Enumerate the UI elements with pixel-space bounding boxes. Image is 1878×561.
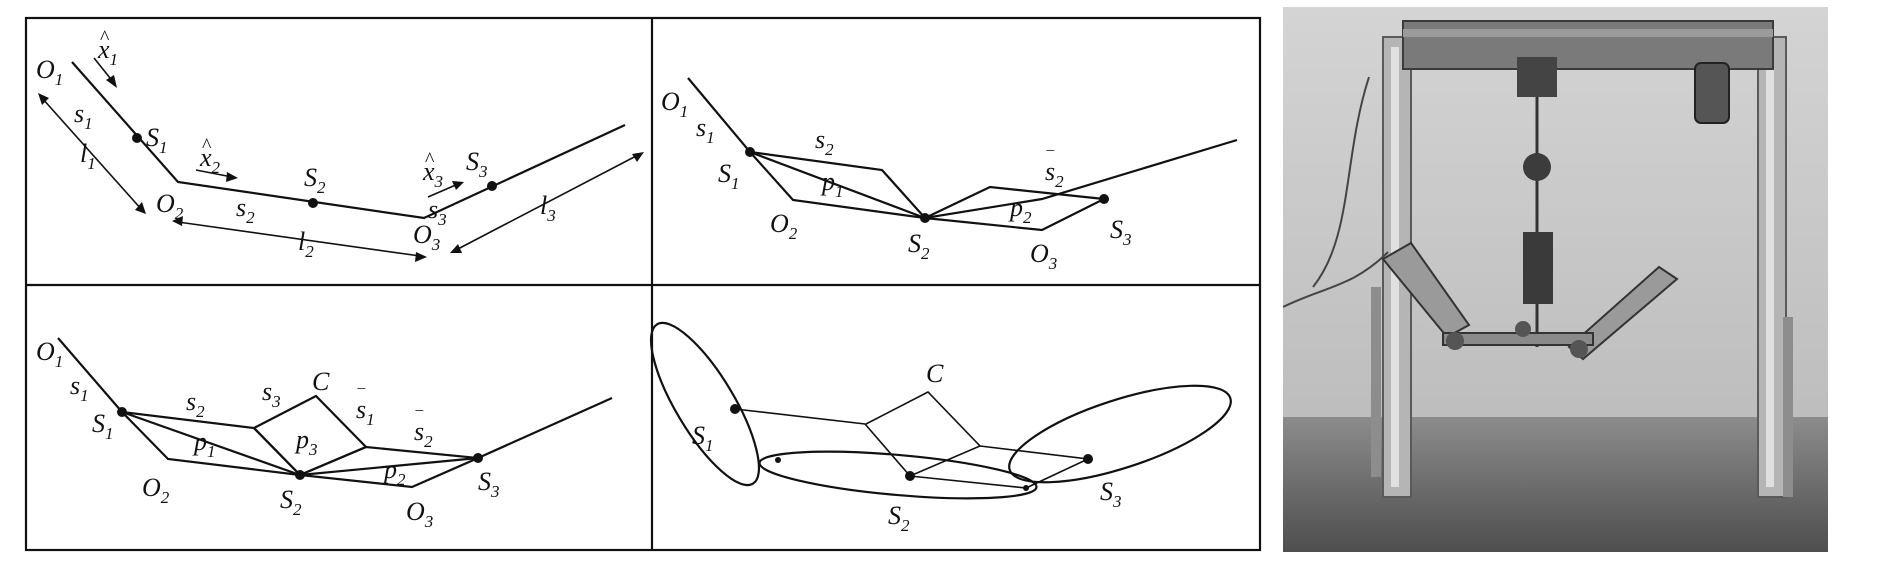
- arrow-x3: [427, 183, 459, 198]
- label-S2-d: S2: [888, 501, 910, 535]
- label-O1-b: O1: [661, 87, 688, 121]
- label-S1-c: S1: [92, 409, 114, 443]
- label-O1-c: O1: [36, 337, 63, 371]
- panel-frame: [24, 16, 1262, 552]
- label-s1-b: s1: [696, 113, 715, 147]
- label-O3-a: O3: [413, 220, 440, 254]
- label-S1-a: S1: [146, 123, 168, 157]
- label-x1-hat-mark: ^: [100, 27, 110, 49]
- label-S1-d: S1: [692, 421, 714, 455]
- label-l3: l3: [540, 191, 556, 225]
- label-p2-c: p2: [382, 455, 406, 489]
- test-rig-photo: [1283, 7, 1828, 552]
- panel-bottom-right: [649, 321, 1232, 500]
- label-S3-a: S3: [466, 147, 488, 181]
- label-C-c: C: [312, 367, 330, 396]
- arrow-l2: [177, 221, 421, 257]
- label-s2bar-c: s2: [414, 417, 433, 451]
- label-s2bar-b-bar-mark: ‾: [1046, 149, 1055, 171]
- panel-top-left: [38, 57, 644, 262]
- label-p2-b: p2: [1008, 193, 1032, 227]
- label-s2-a: s2: [236, 193, 255, 227]
- label-s1bar-c: s1: [356, 395, 375, 429]
- panel-top-right: [687, 77, 1238, 232]
- label-x2-hat-mark: ^: [202, 135, 212, 157]
- arrow-l3: [455, 154, 639, 251]
- label-p1-b: p1: [820, 167, 844, 201]
- label-S2-b: S2: [908, 229, 930, 263]
- label-S2-c: S2: [280, 485, 302, 519]
- arrow-l1: [41, 97, 143, 211]
- label-x2: x2: [199, 143, 221, 177]
- label-S2-a: S2: [304, 163, 326, 197]
- label-s3-a: s3: [428, 195, 447, 229]
- label-S3-d: S3: [1100, 477, 1122, 511]
- label-p1-c: p1: [192, 427, 216, 461]
- label-s2-b: s2: [815, 125, 834, 159]
- panel-bottom-left: [57, 337, 613, 489]
- label-O2-a: O2: [156, 189, 184, 223]
- label-s1bar-c-bar-mark: ‾: [357, 387, 366, 409]
- label-S3-c: S3: [478, 467, 500, 501]
- label-C-d: C: [926, 359, 944, 388]
- label-s3-c: s3: [262, 377, 281, 411]
- label-x3: x3: [422, 157, 443, 191]
- label-O3-c: O3: [406, 497, 433, 531]
- label-s1-c: s1: [70, 371, 89, 405]
- label-s1-a: s1: [74, 99, 93, 133]
- label-S3-b: S3: [1110, 215, 1132, 249]
- label-s2-c: s2: [186, 387, 205, 421]
- label-l2: l2: [298, 227, 314, 261]
- label-O2-b: O2: [770, 209, 798, 243]
- label-S1-b: S1: [718, 159, 740, 193]
- label-O1-a: O1: [36, 55, 63, 89]
- label-O3-b: O3: [1030, 239, 1057, 273]
- label-l1: l1: [80, 139, 96, 173]
- label-s2bar-c-bar-mark: ‾: [415, 409, 424, 431]
- label-O2-c: O2: [142, 473, 170, 507]
- label-x3-hat-mark: ^: [425, 149, 435, 171]
- arrow-x2: [195, 169, 233, 178]
- label-x1: x1: [97, 35, 118, 69]
- label-p3-c: p3: [294, 425, 318, 459]
- label-s2bar-b: s2: [1045, 157, 1064, 191]
